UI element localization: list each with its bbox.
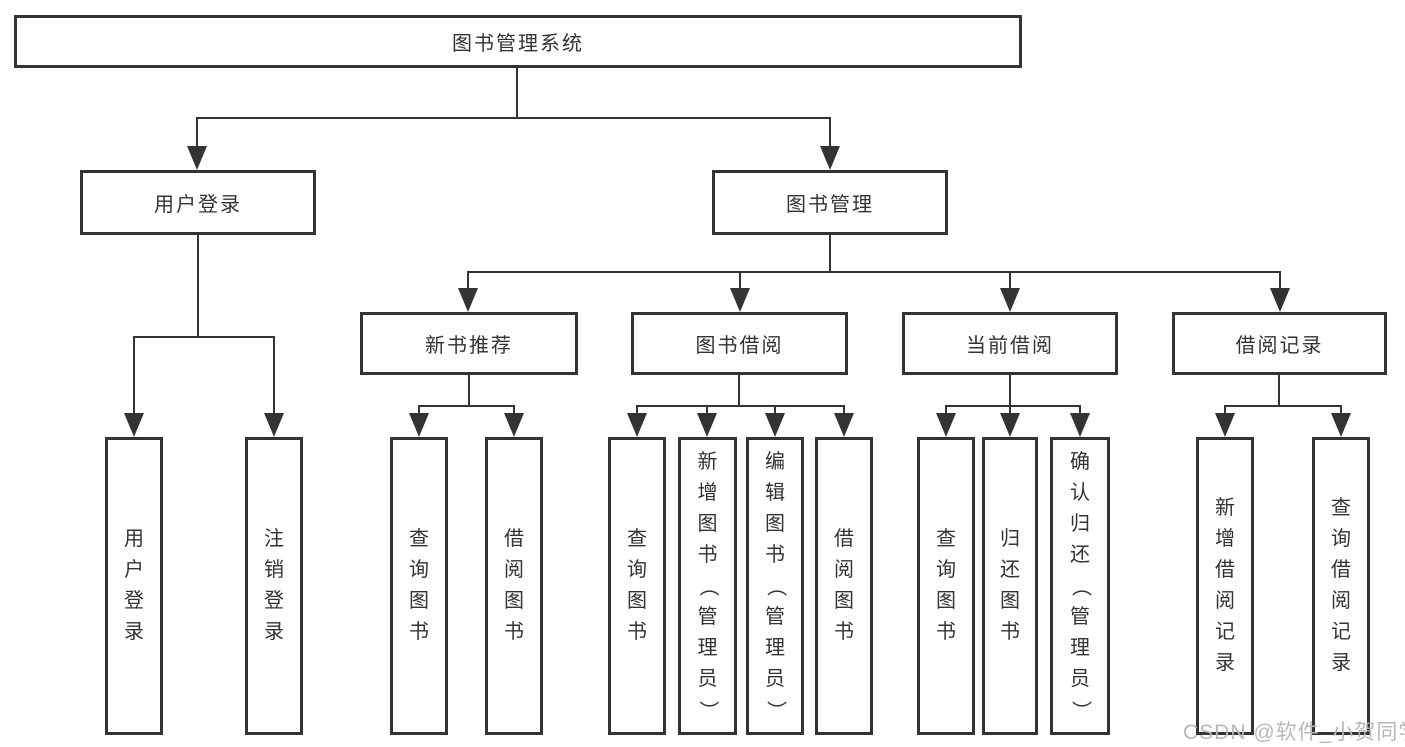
connector-line — [197, 235, 199, 338]
arrowhead-down — [820, 146, 840, 170]
connector-line — [419, 405, 515, 407]
connector-line — [636, 405, 638, 415]
node-book-borrowing: 图书借阅 — [631, 312, 848, 375]
arrowhead-down — [409, 413, 429, 437]
connector-line — [706, 405, 708, 415]
node-bb-add-books-admin: 新增图书（管理员） — [678, 437, 737, 735]
arrowhead-down — [697, 413, 717, 437]
arrowhead-down — [504, 413, 524, 437]
connector-line — [946, 405, 1081, 407]
arrowhead-down — [834, 413, 854, 437]
arrowhead-down — [264, 413, 284, 437]
connector-line — [1279, 271, 1281, 290]
node-br-query-record: 查询借阅记录 — [1312, 437, 1370, 735]
node-user-login-action: 用户登录 — [105, 437, 163, 735]
connector-line — [1278, 375, 1280, 407]
arrowhead-down — [730, 288, 750, 312]
connector-line — [829, 117, 831, 148]
connector-line — [133, 336, 275, 338]
connector-line — [516, 68, 518, 119]
arrowhead-down — [458, 288, 478, 312]
connector-line — [467, 271, 469, 290]
arrowhead-down — [765, 413, 785, 437]
connector-line — [774, 405, 776, 415]
node-cb-query-books: 查询图书 — [917, 437, 975, 735]
node-bb-borrow-books: 借阅图书 — [815, 437, 873, 735]
node-cb-confirm-return-admin: 确认归还（管理员） — [1050, 437, 1110, 735]
connector-line — [196, 117, 198, 148]
arrowhead-down — [627, 413, 647, 437]
connector-line — [739, 271, 741, 290]
connector-line — [1224, 405, 1226, 415]
connector-line — [1079, 405, 1081, 415]
node-logout: 注销登录 — [245, 437, 303, 735]
node-bb-edit-books-admin: 编辑图书（管理员） — [746, 437, 804, 735]
node-nb-borrow-books: 借阅图书 — [485, 437, 543, 735]
arrowhead-down — [1000, 288, 1020, 312]
node-cb-return-books: 归还图书 — [982, 437, 1038, 735]
arrowhead-down — [1000, 413, 1020, 437]
watermark: CSDN @软件_小贺同学 — [1183, 721, 1405, 744]
connector-line — [738, 375, 740, 407]
connector-line — [418, 405, 420, 415]
node-br-add-record: 新增借阅记录 — [1196, 437, 1254, 735]
connector-line — [133, 336, 135, 416]
node-book-management: 图书管理 — [712, 170, 948, 235]
arrowhead-down — [124, 413, 144, 437]
connector-line — [197, 117, 831, 119]
arrowhead-down — [1270, 288, 1290, 312]
arrowhead-down — [1215, 413, 1235, 437]
arrowhead-down — [936, 413, 956, 437]
connector-line — [273, 336, 275, 416]
node-user-login: 用户登录 — [80, 170, 316, 235]
node-new-book-recommend: 新书推荐 — [360, 312, 578, 375]
connector-line — [1009, 375, 1011, 407]
node-borrowing-records: 借阅记录 — [1172, 312, 1387, 375]
connector-line — [945, 405, 947, 415]
node-nb-query-books: 查询图书 — [390, 437, 448, 735]
connector-line — [1225, 405, 1342, 407]
node-current-borrowing: 当前借阅 — [902, 312, 1118, 375]
connector-line — [1009, 405, 1011, 415]
arrowhead-down — [187, 146, 207, 170]
node-bb-query-books: 查询图书 — [608, 437, 666, 735]
connector-line — [637, 405, 845, 407]
node-library-system: 图书管理系统 — [14, 15, 1022, 68]
connector-line — [468, 375, 470, 407]
connector-line — [1009, 271, 1011, 290]
connector-line — [468, 271, 1281, 273]
arrowhead-down — [1331, 413, 1351, 437]
connector-line — [513, 405, 515, 415]
arrowhead-down — [1070, 413, 1090, 437]
connector-line — [829, 235, 831, 273]
connector-line — [843, 405, 845, 415]
connector-line — [1340, 405, 1342, 415]
